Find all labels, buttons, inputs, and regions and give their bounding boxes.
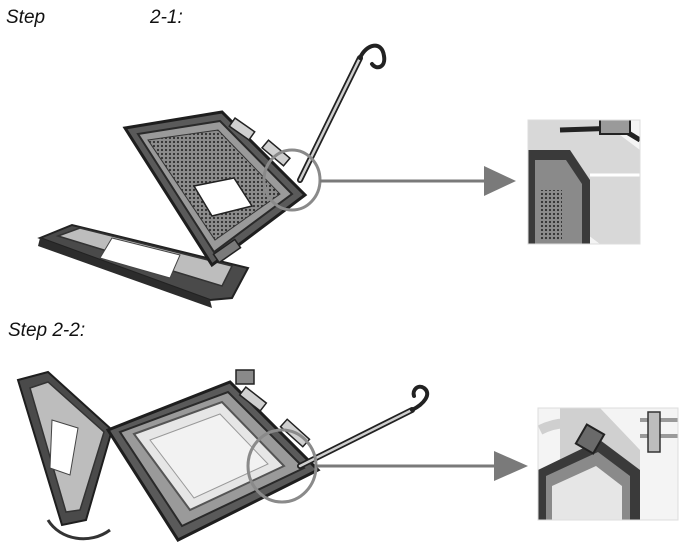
step-2-1-socket-illustration bbox=[37, 43, 387, 308]
socket-frame bbox=[122, 110, 308, 268]
zoom-detail-step-2-2 bbox=[538, 408, 678, 520]
callout-arrow-step-2-2 bbox=[316, 451, 528, 481]
step-2-1-label-number: 2-1: bbox=[150, 7, 183, 28]
load-lever-raised bbox=[297, 43, 387, 183]
socket-with-cpu bbox=[105, 369, 321, 542]
step-2-2-socket-illustration bbox=[16, 369, 430, 542]
step-2-1-label-word: Step bbox=[6, 7, 46, 28]
zoom-detail-step-2-1 bbox=[528, 120, 640, 244]
load-plate-open bbox=[37, 223, 250, 308]
step-2-2-label: Step 2-2: bbox=[8, 320, 86, 341]
callout-arrow-step-2-1 bbox=[320, 166, 516, 196]
load-lever-partial bbox=[297, 384, 430, 469]
load-plate-raised bbox=[16, 370, 114, 541]
